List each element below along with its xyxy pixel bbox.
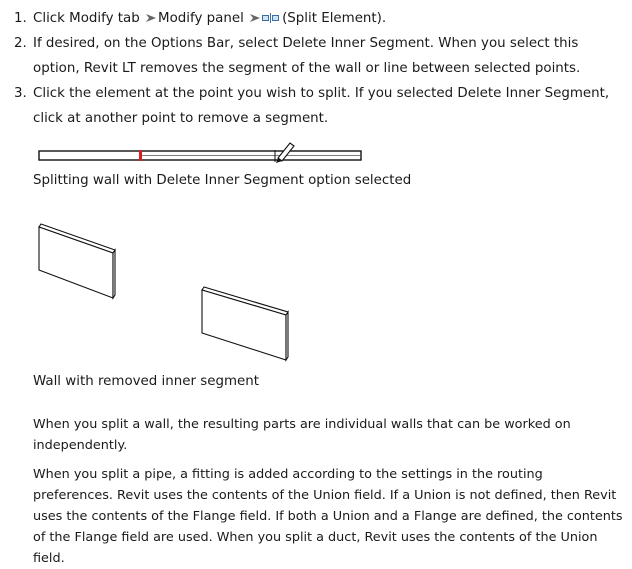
steps-list: 1. Click Modify tab Modify panel (Split … (14, 6, 620, 131)
step-text: Click the element at the point you wish … (33, 86, 610, 126)
step-number: 3. (14, 86, 27, 101)
step-3: 3. Click the element at the point you wi… (14, 81, 620, 131)
breadcrumb-arrow-icon (146, 14, 157, 22)
breadcrumb-arrow-icon (250, 14, 261, 22)
split-element-icon (262, 13, 280, 23)
step-number: 2. (14, 36, 27, 51)
wall-left-piece (38, 223, 116, 300)
figure2-caption: Wall with removed inner segment (33, 374, 259, 389)
split-point-marker (139, 150, 142, 161)
paragraph-pipe-split: When you split a pipe, a fitting is adde… (33, 467, 623, 566)
step-1: 1. Click Modify tab Modify panel (Split … (14, 6, 620, 31)
wall-right-piece (201, 286, 289, 362)
step-text-split: (Split Element). (282, 11, 387, 26)
split-wall-figure (38, 142, 362, 163)
paragraph-wall-split: When you split a wall, the resulting par… (33, 417, 571, 453)
step-text-tab: Click Modify tab (33, 11, 140, 26)
split-cursor-icon (274, 142, 295, 163)
step-text: If desired, on the Options Bar, select D… (33, 36, 581, 76)
figure1-caption: Splitting wall with Delete Inner Segment… (33, 173, 412, 188)
removed-segment-figure (38, 223, 289, 362)
step-text-panel: Modify panel (158, 11, 244, 26)
step-2: 2. If desired, on the Options Bar, selec… (14, 31, 620, 81)
step-number: 1. (14, 11, 27, 26)
